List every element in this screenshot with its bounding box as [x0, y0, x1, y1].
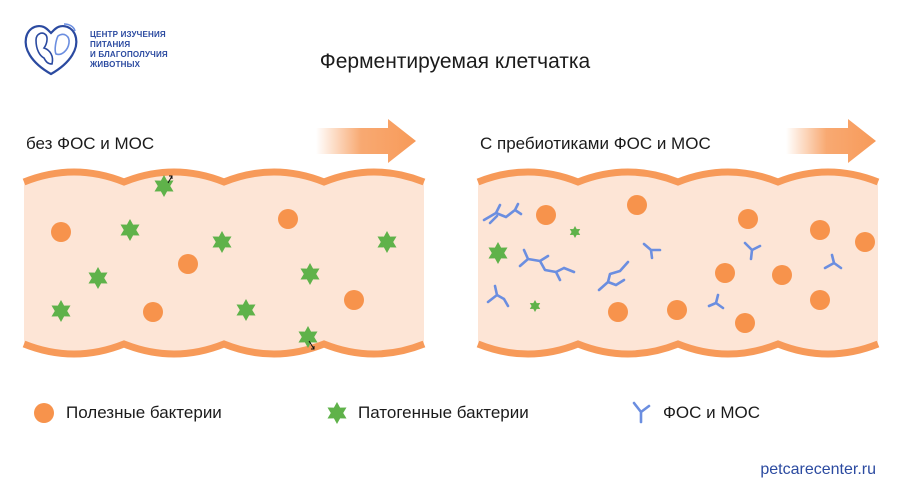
pathogenic-bacterium [298, 326, 318, 348]
pathogenic-bacterium [120, 219, 140, 241]
intestine-right [476, 168, 880, 358]
beneficial-bacterium [51, 222, 71, 242]
intestine-left-fill [24, 172, 424, 354]
panel-label-right: С пребиотиками ФОС и МОС [480, 134, 711, 153]
logo-line-1: ЦЕНТР ИЗУЧЕНИЯ [90, 30, 166, 39]
beneficial-bacterium [536, 205, 556, 225]
pathogenic-bacterium [88, 267, 108, 289]
legend-beneficial-label: Полезные бактерии [66, 403, 222, 422]
beneficial-bacterium [667, 300, 687, 320]
pathogenic-bacterium [569, 226, 581, 238]
fos-mos-molecule [707, 293, 725, 310]
page-title: Ферментируемая клетчатка [319, 50, 591, 73]
animal-heart-logo-icon [24, 23, 78, 76]
pathogenic-bacterium [377, 231, 397, 253]
right-beneficial-bacteria [536, 195, 875, 333]
flow-arrow-left [316, 119, 416, 163]
intestine-left-top-wall [22, 168, 426, 186]
legend-item-fos-mos: ФОС и МОС [631, 400, 760, 426]
fos-mos-molecule [486, 284, 510, 308]
logo-line-3: И БЛАГОПОЛУЧИЯ [90, 50, 168, 59]
intestine-left [22, 168, 426, 358]
beneficial-bacterium [855, 232, 875, 252]
footer-website-link[interactable]: petcarecenter.ru [760, 461, 876, 478]
legend-item-pathogenic: Патогенные бактерии [326, 400, 529, 426]
beneficial-bacterium [608, 302, 628, 322]
intestine-left-bottom-wall [22, 340, 426, 358]
fos-mos-molecule [518, 248, 576, 282]
flow-arrow-right [786, 119, 876, 163]
pathogenic-bacterium [154, 175, 174, 197]
beneficial-bacterium [772, 265, 792, 285]
legend-pathogenic-label: Патогенные бактерии [358, 403, 529, 422]
beneficial-bacterium [278, 209, 298, 229]
pathogenic-bacterium [300, 263, 320, 285]
beneficial-bacterium [735, 313, 755, 333]
left-beneficial-bacteria [51, 209, 364, 322]
legend-fos-mos-label: ФОС и МОС [663, 403, 761, 422]
beneficial-bacterium [715, 263, 735, 283]
legend-fos-mos-icon [632, 401, 651, 424]
beneficial-bacterium [810, 220, 830, 240]
beneficial-bacterium [738, 209, 758, 229]
logo-line-4: ЖИВОТНЫХ [90, 60, 141, 69]
fos-mos-molecule [488, 214, 499, 225]
beneficial-bacterium [627, 195, 647, 215]
legend-pathogenic-icon [327, 402, 347, 424]
fos-mos-molecule [597, 260, 630, 292]
logo-text: ЦЕНТР ИЗУЧЕНИЯ ПИТАНИЯ И БЛАГОПОЛУЧИЯ ЖИ… [90, 30, 168, 70]
fos-mos-molecules [482, 202, 843, 310]
pathogenic-bacterium [212, 231, 232, 253]
pathogenic-bacterium [488, 242, 508, 264]
escape-arrow-icon [167, 175, 173, 184]
intestine-right-bottom-wall [476, 340, 880, 358]
beneficial-bacterium [178, 254, 198, 274]
beneficial-bacterium [810, 290, 830, 310]
beneficial-bacterium [344, 290, 364, 310]
fos-mos-molecule [482, 202, 523, 222]
fos-mos-molecule [642, 242, 662, 260]
logo: ЦЕНТР ИЗУЧЕНИЯ ПИТАНИЯ И БЛАГОПОЛУЧИЯ ЖИ… [20, 18, 180, 80]
pathogenic-bacterium [529, 300, 541, 312]
fos-mos-molecule [823, 253, 843, 270]
pathogenic-bacterium [51, 300, 71, 322]
intestine-right-fill [478, 172, 878, 354]
intestine-right-top-wall [476, 168, 880, 186]
legend-beneficial-icon [34, 403, 54, 423]
escape-arrow-icon [308, 340, 315, 350]
logo-line-2: ПИТАНИЯ [90, 40, 131, 49]
beneficial-bacterium [143, 302, 163, 322]
pathogenic-bacterium [236, 299, 256, 321]
right-pathogenic-bacteria [488, 226, 581, 312]
panel-label-left: без ФОС и МОС [26, 134, 155, 153]
left-pathogenic-bacteria [51, 175, 397, 348]
fos-mos-molecule [743, 241, 762, 261]
escape-arrows [167, 175, 315, 350]
legend-item-beneficial: Полезные бактерии [34, 400, 222, 426]
